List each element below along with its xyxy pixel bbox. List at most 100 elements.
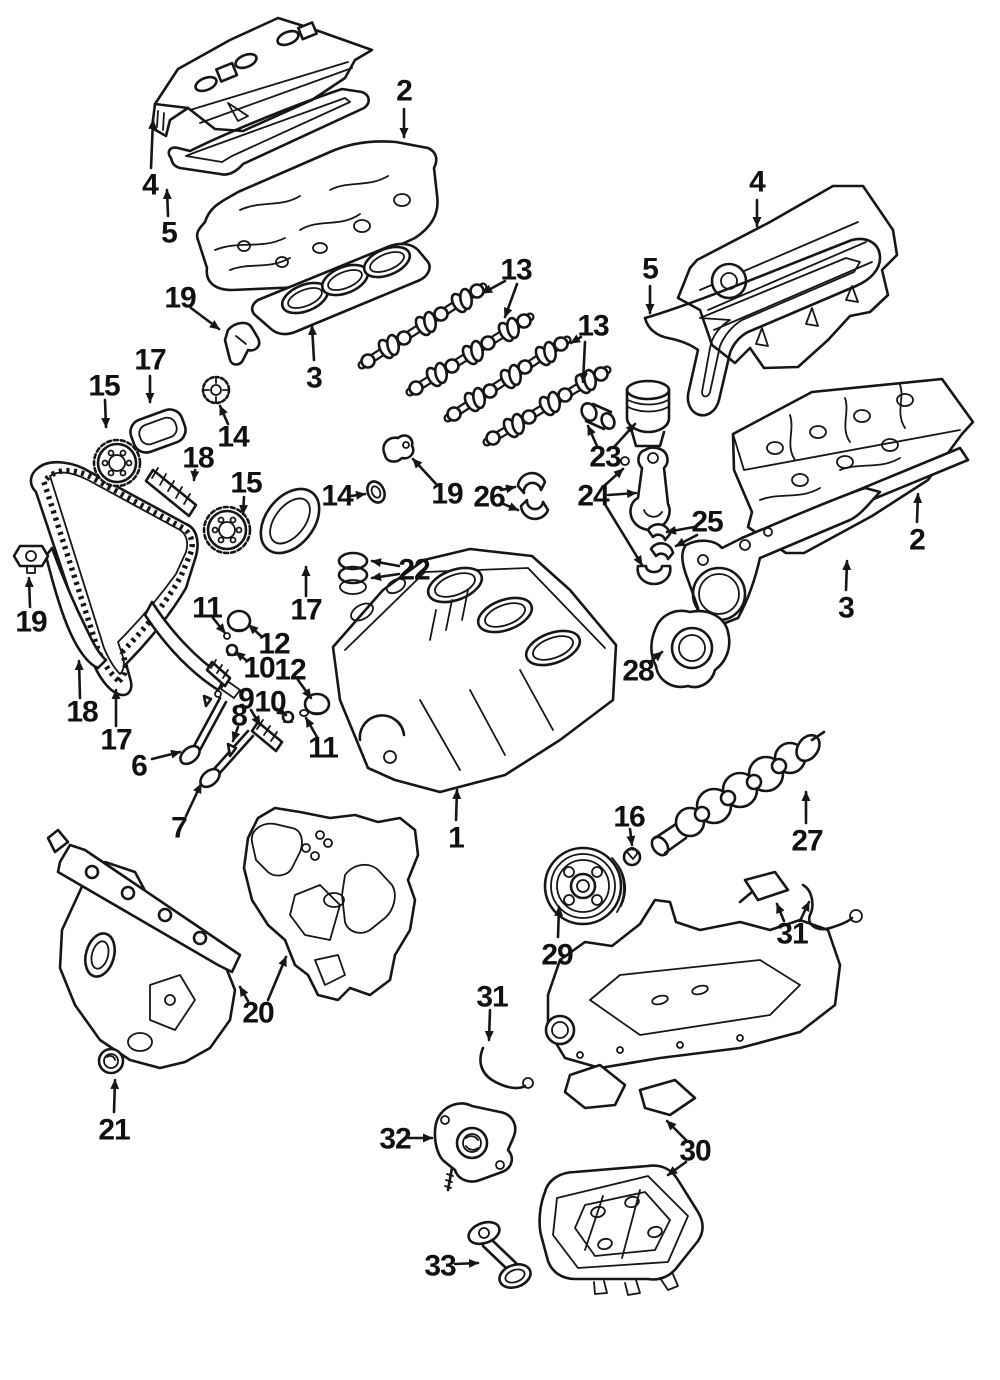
callout-17: 17 — [134, 344, 167, 404]
rear-timing-cover — [46, 828, 242, 1070]
part-number-label: 26 — [473, 481, 505, 514]
oil-pan-seal-plug — [738, 870, 790, 904]
part-number-label: 33 — [424, 1250, 456, 1283]
part-number-label: 11 — [308, 732, 338, 765]
callout-19: 19 — [164, 282, 221, 331]
part-number-label: 32 — [379, 1123, 411, 1156]
callout-leader-arrow — [626, 827, 636, 847]
callout-4: 4 — [142, 118, 160, 202]
parts-artwork — [12, 16, 975, 1296]
part-number-label: 2 — [396, 75, 412, 108]
callout-leader-arrow — [370, 572, 401, 582]
callout-leader-arrow — [189, 306, 221, 331]
callout-leader-arrow — [101, 398, 111, 429]
part-number-label: 17 — [290, 594, 322, 627]
crank-pulley — [543, 846, 627, 926]
part-number-label: 19 — [15, 606, 47, 639]
callout-leader-arrow — [674, 533, 699, 548]
part-number-label: 4 — [142, 169, 159, 202]
callout-18: 18 — [66, 659, 99, 729]
callout-leader-arrow — [218, 404, 230, 426]
callout-leader-arrow — [239, 495, 249, 516]
callout-28: 28 — [622, 650, 664, 688]
callout-leader-arrow — [452, 788, 462, 822]
callout-leader-arrow — [148, 118, 158, 170]
callout-leader-arrow — [190, 468, 200, 482]
part-number-label: 12 — [258, 628, 290, 661]
callout-leader-arrow — [453, 1258, 480, 1268]
right-cylinder-head — [731, 377, 975, 555]
part-number-label: 31 — [776, 918, 808, 951]
callout-3: 3 — [306, 324, 323, 395]
callout-leader-arrow — [798, 900, 811, 923]
callout-leader-arrow — [499, 501, 520, 512]
callout-17: 17 — [100, 688, 133, 757]
callout-leader-arrow — [775, 902, 786, 923]
callout-13: 13 — [569, 310, 610, 384]
left-head-gasket — [250, 242, 431, 336]
part-number-label: 5 — [161, 217, 177, 250]
cam-sensor — [382, 434, 415, 463]
part-number-label: 13 — [500, 254, 532, 287]
callout-leader-arrow — [74, 659, 84, 700]
callout-leader-arrow — [266, 955, 288, 1002]
part-number-label: 30 — [679, 1135, 711, 1168]
callout-12: 12 — [274, 654, 313, 700]
callout-leader-arrow — [913, 492, 923, 524]
crank-sprocket-right — [202, 505, 252, 555]
callout-leader-arrow — [308, 324, 318, 362]
oil-pickup-tube — [467, 1220, 532, 1289]
part-number-label: 22 — [398, 554, 430, 587]
callout-11: 11 — [304, 716, 339, 765]
connecting-rod — [620, 446, 672, 586]
piston-rings — [337, 551, 369, 595]
callout-leader-arrow — [370, 558, 401, 568]
engine-block — [331, 547, 618, 794]
part-number-label: 15 — [230, 467, 262, 500]
callout-2: 2 — [909, 492, 926, 557]
callout-leader-arrow — [110, 1078, 120, 1114]
callout-leader-arrow — [665, 1119, 688, 1142]
part-number-label: 27 — [791, 825, 823, 858]
part-number-label: 9 — [238, 683, 254, 716]
right-valve-cover — [676, 184, 899, 370]
part-number-label: 4 — [749, 166, 766, 199]
callout-22: 22 — [370, 554, 431, 587]
callout-leader-arrow — [411, 457, 439, 487]
part-number-label: 20 — [242, 997, 274, 1030]
callout-20: 20 — [238, 955, 288, 1030]
left-valve-cover-gasket — [167, 87, 370, 176]
callout-leader-arrow — [349, 490, 367, 500]
callout-10: 10 — [254, 686, 288, 719]
valve-spring-lower — [250, 719, 284, 753]
part-number-label: 24 — [577, 480, 610, 513]
crank-sprocket-left — [92, 438, 142, 488]
part-number-label: 12 — [274, 654, 306, 687]
callout-leader-arrow — [150, 749, 182, 761]
callout-29: 29 — [541, 905, 574, 972]
part-number-label: 25 — [691, 506, 723, 539]
part-number-label: 5 — [642, 253, 658, 286]
part-number-label: 14 — [217, 421, 250, 454]
valve-lifter-lower — [303, 692, 331, 716]
callout-6: 6 — [131, 749, 182, 783]
callout-2: 2 — [396, 75, 413, 139]
callout-15: 15 — [88, 370, 121, 429]
callout-13: 13 — [481, 254, 533, 319]
callout-leader-arrow — [647, 650, 664, 665]
callout-leader-arrow — [499, 484, 517, 494]
callout-leader-arrow — [503, 282, 519, 319]
part-number-label: 28 — [622, 655, 654, 688]
callout-12: 12 — [247, 623, 291, 661]
callout-27: 27 — [791, 790, 824, 858]
callout-19: 19 — [15, 576, 48, 639]
chain-guide-ring — [129, 408, 187, 454]
valve-lifter-upper — [226, 609, 252, 633]
part-number-label: 8 — [231, 700, 247, 733]
callout-21: 21 — [98, 1078, 131, 1147]
callout-leader-arrow — [666, 1160, 688, 1177]
callout-31: 31 — [775, 900, 811, 951]
callout-leader-arrow — [586, 424, 599, 448]
